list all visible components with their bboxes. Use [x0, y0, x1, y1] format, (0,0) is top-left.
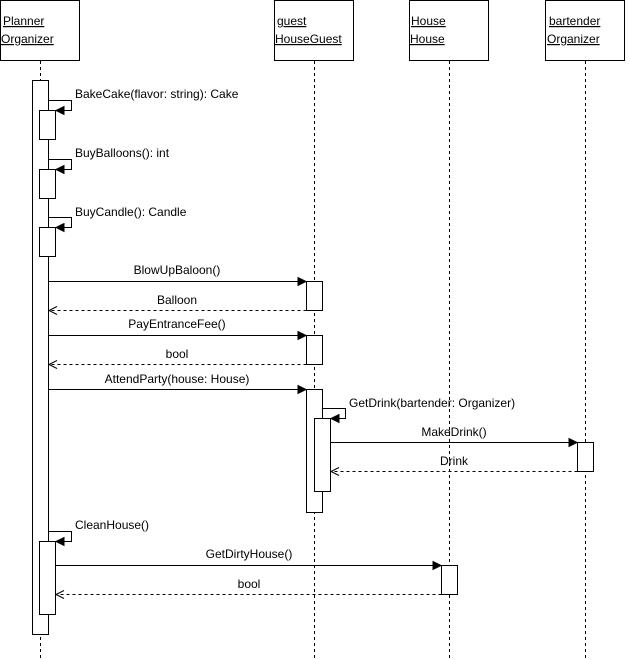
- message-balloon-return-label: Balloon: [157, 293, 197, 307]
- participant-guest[interactable]: guest HouseGuest: [274, 0, 354, 61]
- message-blowupballoon-label: BlowUpBaloon(): [134, 263, 221, 277]
- open-arrowhead-icon: [54, 590, 65, 599]
- message-payentrancefee[interactable]: PayEntranceFee(): [48, 317, 308, 341]
- activation-guest-getdrink[interactable]: [314, 418, 331, 492]
- arrowhead-icon: [54, 536, 65, 547]
- message-getdrink[interactable]: GetDrink(bartender: Organizer): [322, 396, 516, 424]
- activation-guest-blowupballoon[interactable]: [306, 281, 323, 311]
- activation-planner-buycandle[interactable]: [39, 227, 56, 257]
- participant-guest-type: HouseGuest: [275, 32, 342, 46]
- participant-guest-name: guest: [277, 14, 307, 28]
- participant-bartender-type: Organizer: [547, 32, 600, 46]
- activation-planner-bakecake[interactable]: [39, 110, 56, 140]
- activation-planner-main[interactable]: [32, 80, 49, 635]
- message-getdirtyhouse[interactable]: GetDirtyHouse(): [55, 547, 443, 571]
- participant-house-type: House: [410, 32, 445, 46]
- message-getdirtyhouse-label: GetDirtyHouse(): [206, 547, 293, 561]
- message-bakecake-label: BakeCake(flavor: string): Cake: [75, 87, 239, 101]
- participant-planner-box[interactable]: [0, 0, 80, 61]
- participant-bartender-name: bartender: [549, 14, 600, 28]
- participant-house-box[interactable]: [409, 0, 489, 61]
- arrowhead-icon: [329, 413, 340, 424]
- participant-planner-name: Planner: [3, 14, 44, 28]
- activation-guest-payentrancefee[interactable]: [306, 335, 323, 365]
- open-arrowhead-icon: [329, 467, 340, 476]
- activation-planner-cleanhouse[interactable]: [39, 541, 56, 615]
- message-drink-return-label: Drink: [440, 454, 469, 468]
- message-payentrancefee-label: PayEntranceFee(): [128, 317, 225, 331]
- arrowhead-icon: [297, 330, 308, 341]
- arrowhead-icon: [568, 437, 579, 448]
- message-drink-return[interactable]: Drink: [329, 454, 578, 476]
- participant-planner-type: Organizer: [1, 32, 54, 46]
- participant-guest-box[interactable]: [274, 0, 354, 61]
- participant-bartender-box[interactable]: [545, 0, 625, 61]
- arrowhead-icon: [432, 560, 443, 571]
- message-blowupballoon[interactable]: BlowUpBaloon(): [48, 263, 308, 287]
- arrowhead-icon: [54, 164, 65, 175]
- message-bool-return-house-label: bool: [238, 577, 261, 591]
- message-makedrink-label: MakeDrink(): [421, 425, 486, 439]
- activation-bartender-makedrink[interactable]: [577, 442, 594, 472]
- message-buyballoons-label: BuyBalloons(): int: [75, 146, 170, 160]
- message-bool-return-guest[interactable]: bool: [47, 347, 307, 369]
- message-makedrink[interactable]: MakeDrink(): [330, 425, 579, 448]
- arrowhead-icon: [297, 384, 308, 395]
- open-arrowhead-icon: [47, 360, 58, 369]
- message-balloon-return[interactable]: Balloon: [47, 293, 307, 315]
- participant-house[interactable]: House House: [409, 0, 489, 61]
- message-attendparty[interactable]: AttendParty(house: House): [48, 372, 308, 395]
- message-getdrink-label: GetDrink(bartender: Organizer): [349, 396, 515, 410]
- participant-bartender[interactable]: bartender Organizer: [545, 0, 625, 61]
- arrowhead-icon: [297, 276, 308, 287]
- arrowhead-icon: [54, 105, 65, 116]
- participant-planner[interactable]: Planner Organizer: [0, 0, 80, 61]
- activation-house-getdirtyhouse[interactable]: [441, 565, 458, 595]
- open-arrowhead-icon: [47, 306, 58, 315]
- arrowhead-icon: [54, 222, 65, 233]
- message-cleanhouse-label: CleanHouse(): [75, 518, 149, 532]
- message-bool-return-house[interactable]: bool: [54, 577, 442, 599]
- message-bool-return-guest-label: bool: [166, 347, 189, 361]
- message-buyballoons[interactable]: BuyBalloons(): int: [48, 146, 170, 175]
- message-attendparty-label: AttendParty(house: House): [105, 372, 250, 386]
- message-buycandle[interactable]: BuyCandle(): Candle: [48, 205, 187, 233]
- message-cleanhouse[interactable]: CleanHouse(): [48, 518, 150, 547]
- activation-planner-buyballoons[interactable]: [39, 169, 56, 199]
- message-buycandle-label: BuyCandle(): Candle: [75, 205, 187, 219]
- participant-house-name: House: [411, 14, 446, 28]
- message-bakecake[interactable]: BakeCake(flavor: string): Cake: [48, 87, 239, 116]
